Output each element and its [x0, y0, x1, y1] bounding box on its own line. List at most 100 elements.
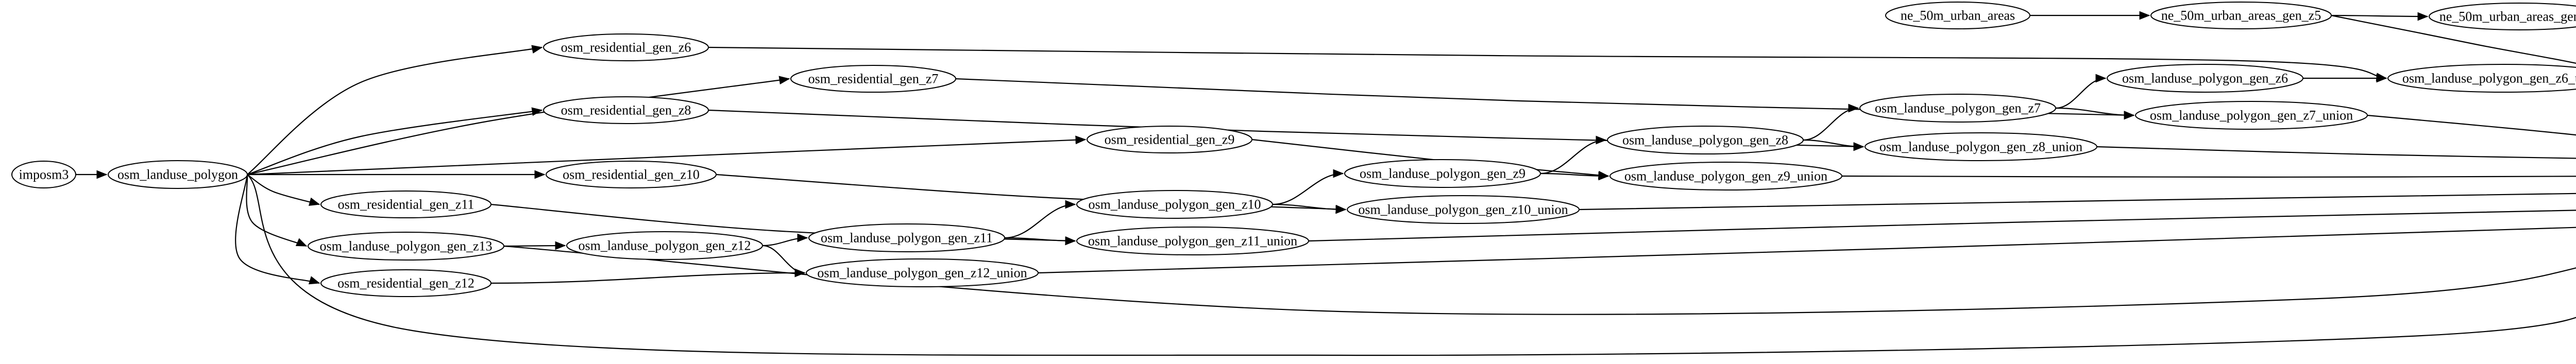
node-ellipse-imposm3 — [11, 161, 76, 188]
node-ellipse-osm_landuse_polygon_gen_z8 — [1607, 126, 1804, 154]
node-label-osm_residential_gen_z12: osm_residential_gen_z12 — [337, 276, 474, 291]
node-osm_landuse_polygon_gen_z12: osm_landuse_polygon_gen_z12 — [566, 231, 763, 260]
node-label-osm_residential_gen_z9: osm_residential_gen_z9 — [1105, 132, 1235, 147]
node-osm_landuse_polygon_gen_z11_union: osm_landuse_polygon_gen_z11_union — [1076, 227, 1309, 255]
node-osm_landuse_polygon_gen_z7_union: osm_landuse_polygon_gen_z7_union — [2135, 101, 2368, 130]
edge-osm_landuse_polygon_gen_z12-to-osm_landuse_polygon_gen_z11 — [762, 233, 808, 247]
node-label-osm_landuse_polygon_gen_z9_union: osm_landuse_polygon_gen_z9_union — [1624, 169, 1827, 184]
node-osm_landuse_polygon_gen_z10_union: osm_landuse_polygon_gen_z10_union — [1347, 195, 1580, 224]
node-ellipse-osm_landuse_polygon_gen_z12 — [566, 231, 763, 260]
node-ellipse-ne_50m_urban_areas — [1885, 2, 2030, 29]
node-label-imposm3: imposm3 — [19, 167, 69, 182]
node-ellipse-osm_residential_gen_z7 — [790, 65, 956, 93]
node-label-osm_landuse_polygon_gen_z11: osm_landuse_polygon_gen_z11 — [821, 231, 993, 246]
node-osm_landuse_polygon_gen_z8: osm_landuse_polygon_gen_z8 — [1607, 126, 1804, 154]
node-osm_landuse_polygon_gen_z12_union: osm_landuse_polygon_gen_z12_union — [806, 258, 1039, 287]
node-ellipse-osm_residential_gen_z10 — [546, 161, 717, 188]
edge-ne_50m_urban_areas_gen_z5-to-ne_50m_urban_areas_gen_z4 — [2331, 12, 2429, 21]
node-osm_landuse_polygon_gen_z8_union: osm_landuse_polygon_gen_z8_union — [1865, 132, 2097, 161]
node-ne_50m_urban_areas_gen_z4: ne_50m_urban_areas_gen_z4 — [2429, 3, 2576, 30]
node-ellipse-ne_50m_urban_areas_gen_z4 — [2429, 3, 2576, 30]
node-imposm3: imposm3 — [11, 161, 76, 188]
node-label-osm_landuse_polygon_gen_z10: osm_landuse_polygon_gen_z10 — [1088, 197, 1261, 212]
node-label-osm_landuse_polygon_gen_z13: osm_landuse_polygon_gen_z13 — [319, 239, 492, 254]
node-label-osm_landuse_polygon_gen_z11_union: osm_landuse_polygon_gen_z11_union — [1088, 234, 1297, 249]
edge-osm_landuse_polygon-to-osm_residential_gen_z8 — [247, 107, 543, 176]
edge-osm_landuse_polygon_gen_z12_union-to-z12 — [1038, 227, 2576, 274]
node-label-osm_residential_gen_z11: osm_residential_gen_z11 — [338, 197, 474, 212]
edge-osm_landuse_polygon_gen_z11_union-to-z11 — [1308, 210, 2576, 242]
edge-osm_landuse_polygon-to-osm_residential_gen_z9 — [247, 135, 1087, 176]
node-label-osm_landuse_polygon_gen_z6_union: osm_landuse_polygon_gen_z6_union — [2402, 71, 2576, 86]
node-osm_residential_gen_z9: osm_residential_gen_z9 — [1087, 126, 1252, 153]
edge-osm_landuse_polygon-to-z14+ — [247, 174, 2576, 356]
node-ellipse-osm_landuse_polygon_gen_z10 — [1076, 190, 1273, 219]
node-ellipse-osm_landuse_polygon — [108, 160, 248, 189]
edge-osm_landuse_polygon_gen_z11-to-osm_landuse_polygon_gen_z10 — [1004, 200, 1076, 239]
node-label-osm_residential_gen_z6: osm_residential_gen_z6 — [561, 40, 691, 55]
node-label-osm_landuse_polygon_gen_z8: osm_landuse_polygon_gen_z8 — [1622, 133, 1788, 148]
node-label-osm_landuse_polygon_gen_z7_union: osm_landuse_polygon_gen_z7_union — [2150, 108, 2353, 123]
node-ellipse-osm_landuse_polygon_gen_z6_union — [2387, 64, 2576, 93]
node-ellipse-osm_landuse_polygon_gen_z7_union — [2135, 101, 2368, 130]
node-ellipse-osm_landuse_polygon_gen_z8_union — [1865, 132, 2097, 161]
node-label-osm_landuse_polygon_gen_z12: osm_landuse_polygon_gen_z12 — [578, 238, 751, 253]
node-ne_50m_urban_areas: ne_50m_urban_areas — [1885, 2, 2030, 29]
node-label-osm_residential_gen_z10: osm_residential_gen_z10 — [563, 167, 700, 182]
node-osm_residential_gen_z7: osm_residential_gen_z7 — [790, 65, 956, 93]
edge-osm_landuse_polygon_gen_z8_union-to-z8 — [2096, 146, 2576, 159]
node-osm_residential_gen_z12: osm_residential_gen_z12 — [320, 269, 492, 297]
node-osm_landuse_polygon_gen_z11: osm_landuse_polygon_gen_z11 — [808, 223, 1005, 252]
node-ellipse-osm_landuse_polygon_gen_z10_union — [1347, 195, 1580, 224]
node-ellipse-osm_landuse_polygon_gen_z6 — [2107, 64, 2303, 93]
node-ellipse-osm_landuse_polygon_gen_z7 — [1859, 94, 2056, 123]
node-ellipse-osm_landuse_polygon_gen_z9_union — [1609, 162, 1842, 190]
node-ellipse-osm_residential_gen_z8 — [543, 96, 709, 124]
node-osm_residential_gen_z6: osm_residential_gen_z6 — [543, 33, 709, 61]
node-label-osm_landuse_polygon_gen_z8_union: osm_landuse_polygon_gen_z8_union — [1879, 140, 2082, 154]
node-label-osm_landuse_polygon_gen_z9: osm_landuse_polygon_gen_z9 — [1360, 166, 1526, 181]
edge-osm_landuse_polygon_gen_z12-to-osm_landuse_polygon_gen_z12_union — [762, 245, 806, 278]
node-ellipse-ne_50m_urban_areas_gen_z5 — [2150, 2, 2332, 29]
edge-ne_50m_urban_areas_gen_z5-to-z5 — [2331, 14, 2576, 64]
edge-osm_landuse_polygon_gen_z9-to-osm_landuse_polygon_gen_z8 — [1540, 135, 1607, 175]
edge-osm_landuse_polygon-to-osm_residential_gen_z12 — [235, 174, 320, 285]
node-osm_landuse_polygon_gen_z9_union: osm_landuse_polygon_gen_z9_union — [1609, 162, 1842, 190]
node-ellipse-osm_landuse_polygon_gen_z9 — [1344, 159, 1541, 188]
node-label-osm_landuse_polygon_gen_z6: osm_landuse_polygon_gen_z6 — [2122, 71, 2288, 86]
node-ellipse-osm_residential_gen_z11 — [320, 190, 492, 218]
node-osm_landuse_polygon_gen_z10: osm_landuse_polygon_gen_z10 — [1076, 190, 1273, 219]
node-label-osm_landuse_polygon: osm_landuse_polygon — [117, 167, 238, 182]
node-ne_50m_urban_areas_gen_z5: ne_50m_urban_areas_gen_z5 — [2150, 2, 2332, 29]
node-ellipse-osm_landuse_polygon_gen_z12_union — [806, 258, 1039, 287]
node-label-ne_50m_urban_areas_gen_z5: ne_50m_urban_areas_gen_z5 — [2161, 8, 2321, 23]
node-osm_residential_gen_z8: osm_residential_gen_z8 — [543, 96, 709, 124]
edge-osm_landuse_polygon_gen_z7-to-osm_landuse_polygon_gen_z6 — [2055, 74, 2107, 109]
node-ellipse-osm_landuse_polygon_gen_z11 — [808, 223, 1005, 252]
edge-osm_landuse_polygon-to-osm_residential_gen_z11 — [247, 174, 320, 206]
node-osm_landuse_polygon_gen_z7: osm_landuse_polygon_gen_z7 — [1859, 94, 2056, 123]
node-osm_landuse_polygon_gen_z6_union: osm_landuse_polygon_gen_z6_union — [2387, 64, 2576, 93]
edge-osm_landuse_polygon-to-osm_residential_gen_z6 — [247, 45, 543, 175]
node-osm_landuse_polygon_gen_z13: osm_landuse_polygon_gen_z13 — [308, 232, 504, 261]
node-osm_residential_gen_z10: osm_residential_gen_z10 — [546, 161, 717, 188]
node-label-osm_residential_gen_z7: osm_residential_gen_z7 — [808, 72, 939, 86]
node-label-ne_50m_urban_areas: ne_50m_urban_areas — [1901, 8, 2015, 23]
edge-osm_landuse_polygon_gen_z9_union-to-z9 — [1841, 175, 2576, 178]
edge-osm_residential_gen_z6-to-osm_landuse_polygon_gen_z6_union — [708, 46, 2387, 81]
node-label-osm_landuse_polygon_gen_z12_union: osm_landuse_polygon_gen_z12_union — [817, 266, 1027, 281]
node-osm_landuse_polygon_gen_z6: osm_landuse_polygon_gen_z6 — [2107, 64, 2303, 93]
node-label-osm_residential_gen_z8: osm_residential_gen_z8 — [561, 103, 691, 118]
node-ellipse-osm_residential_gen_z6 — [543, 33, 709, 61]
node-ellipse-osm_landuse_polygon_gen_z11_union — [1076, 227, 1309, 255]
edge-osm_residential_gen_z12-to-osm_landuse_polygon_gen_z12_union — [490, 268, 806, 284]
edge-osm_landuse_polygon_gen_z10_union-to-z10 — [1579, 193, 2576, 211]
node-ellipse-osm_residential_gen_z12 — [320, 269, 492, 297]
edge-osm_landuse_polygon_gen_z7_union-to-z7 — [2367, 114, 2576, 136]
edge-osm_landuse_polygon-to-osm_landuse_polygon_gen_z13 — [246, 174, 308, 247]
edge-osm_landuse_polygon_gen_z10-to-osm_landuse_polygon_gen_z9 — [1272, 169, 1344, 205]
node-label-osm_landuse_polygon_gen_z7: osm_landuse_polygon_gen_z7 — [1875, 101, 2041, 116]
edge-osm_landuse_polygon-to-osm_residential_gen_z7 — [247, 76, 790, 176]
